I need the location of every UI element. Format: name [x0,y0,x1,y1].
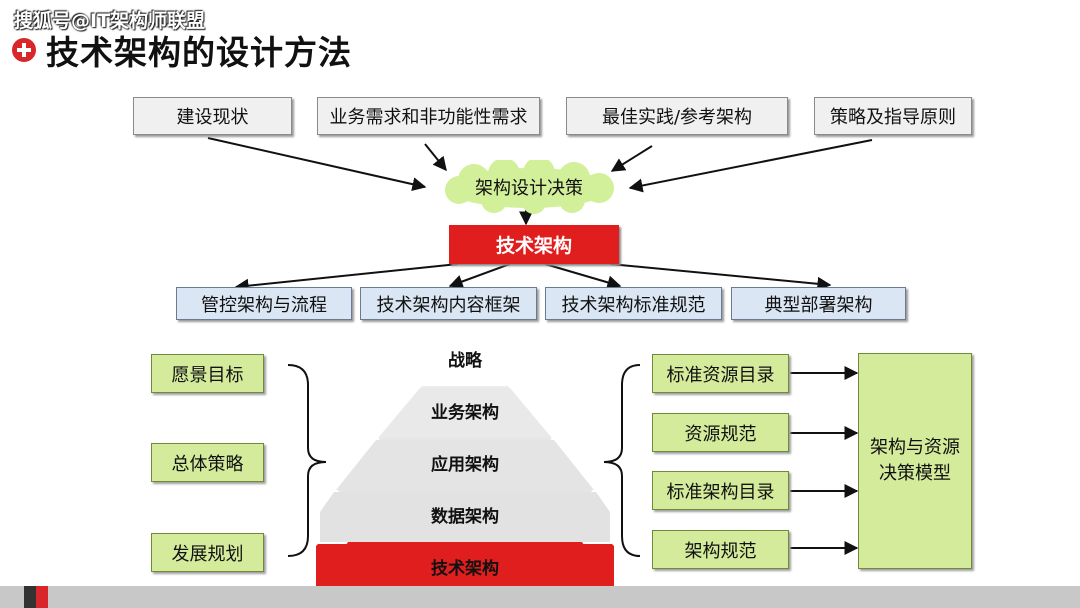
arrow-input-2 [424,143,447,172]
decision-model-line1: 架构与资源 [870,437,960,458]
output-box-governance: 管控架构与流程 [176,287,352,320]
page-title: 技术架构的设计方法 [46,33,352,72]
output-box-standards: 技术架构标准规范 [545,287,722,320]
left-item-strategy: 总体策略 [151,443,264,482]
pyramid-label-technology: 技术架构 [431,558,499,579]
pyramid-label-business: 业务架构 [431,402,499,423]
arrow-input-1 [207,137,427,192]
right-item-resource-spec: 资源规范 [652,413,789,452]
decision-cloud-shape [445,160,614,214]
bottom-bar [0,586,1080,608]
input-box-principles: 策略及指导原则 [814,97,972,135]
arrow-output-1 [234,263,459,293]
arrow-output-4 [609,263,832,291]
right-item-arch-catalog: 标准架构目录 [652,471,789,510]
right-brace [603,364,641,557]
bottom-bar-accent [24,586,36,608]
bottom-bar-accent-red [36,586,48,608]
input-box-current-state: 建设现状 [133,97,292,135]
pyramid-label-strategy: 战略 [448,350,482,371]
pyramid-shape [316,332,614,590]
decision-model-line2: 决策模型 [879,463,951,484]
input-box-best-practices: 最佳实践/参考架构 [566,97,788,135]
left-brace [287,364,327,557]
output-box-content-framework: 技术架构内容框架 [360,287,537,320]
arrow-output-2 [448,263,511,289]
input-box-requirements: 业务需求和非功能性需求 [317,97,540,135]
plus-circle-icon [12,38,36,62]
right-item-arch-spec: 架构规范 [652,530,789,569]
left-item-plan: 发展规划 [151,533,264,572]
left-item-vision: 愿景目标 [151,354,264,393]
arrow-input-4 [628,139,873,193]
watermark: 搜狐号@IT架构师联盟 [14,10,206,32]
output-box-deployment: 典型部署架构 [731,287,906,320]
decision-cloud-label: 架构设计决策 [475,178,583,199]
arrow-input-3 [610,145,653,172]
pyramid-label-application: 应用架构 [431,454,499,475]
right-item-resource-catalog: 标准资源目录 [652,354,789,393]
arrow-output-3 [544,263,622,290]
decision-model-box: 架构与资源 决策模型 [858,353,972,569]
technical-architecture-box: 技术架构 [449,225,619,264]
pyramid-label-data: 数据架构 [431,506,499,527]
